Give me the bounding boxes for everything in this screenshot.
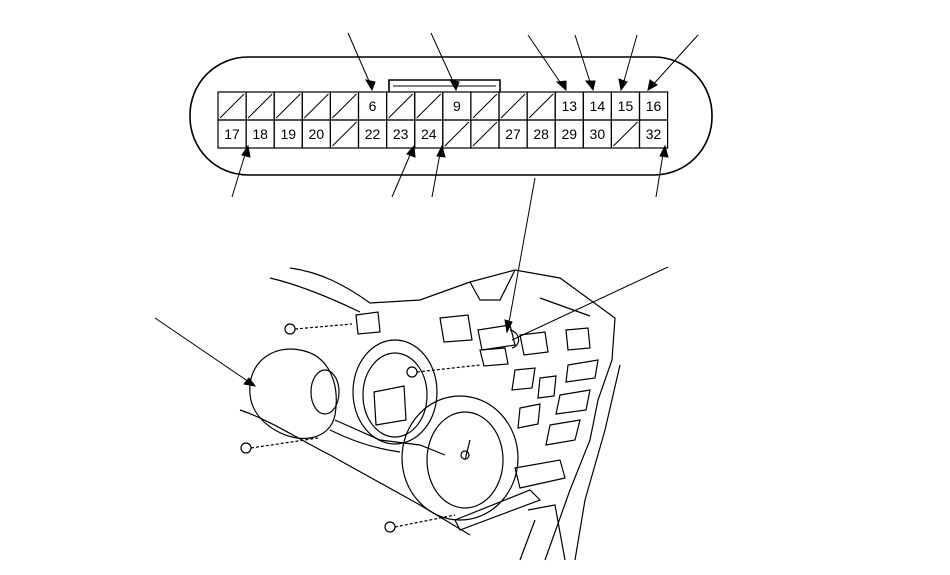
bracket-right [565,327,591,351]
terminal-number: 15 [618,98,634,114]
terminal-number: 22 [365,126,381,142]
unused-terminal-slash [500,93,526,119]
bracket-left [355,311,381,335]
unused-terminal-slash [275,93,301,119]
unused-terminal-slash [472,93,498,119]
connector-leaders [231,32,699,198]
terminal-number: 19 [280,126,296,142]
unused-terminal-slash [332,93,357,119]
unused-terminal-slash [247,93,273,119]
unused-terminal-slash [444,121,470,147]
terminal-number: 28 [533,126,549,142]
instrument-cluster-illustration [239,267,621,561]
terminal-number: 6 [369,98,377,114]
connector-face [189,56,713,176]
unused-terminal-slash [303,93,329,119]
unused-terminal-slash [219,93,245,119]
terminal-number: 24 [421,126,437,142]
screw-middle [406,364,481,378]
terminal-number: 13 [561,98,577,114]
unused-terminal-slash [388,93,414,119]
terminal-number: 16 [646,98,662,114]
terminal-number: 27 [505,126,521,142]
unused-terminal-slash [528,93,554,119]
screw-bottom [384,514,456,533]
connector-housing [189,56,713,176]
terminal-cell [638,119,669,149]
unused-terminal-slash [416,93,442,119]
terminal-grid: 6 9 13 14 15 16 17 18 19 20 22 23 24 27 28 29 30 32 [217,91,669,149]
left-gauge-housing [249,348,337,439]
terminal-number: 23 [393,126,409,142]
terminal-number: 29 [561,126,577,142]
cluster-leaders [154,177,669,387]
terminal-number: 9 [453,98,461,114]
unused-terminal-slash [613,121,638,147]
screw-top-left [284,323,353,335]
terminal-number: 32 [646,126,662,142]
center-display [373,385,407,426]
right-gauge-housing [401,395,519,521]
terminal-number: 14 [590,98,606,114]
terminal-number: 20 [309,126,325,142]
center-gauge-housing [352,339,438,445]
center-gauge-face [362,352,428,438]
screw-bottom-left [240,437,319,454]
unused-terminal-slash [332,121,357,147]
cluster-connector [477,324,516,351]
terminal-number: 30 [590,126,606,142]
right-gauge-face [426,411,504,509]
locking-tab [388,79,501,92]
left-gauge-face [310,369,340,415]
unused-terminal-slash [472,121,498,147]
terminal-number: 18 [252,126,268,142]
terminal-number: 17 [224,126,240,142]
dashboard-outline [289,267,616,561]
